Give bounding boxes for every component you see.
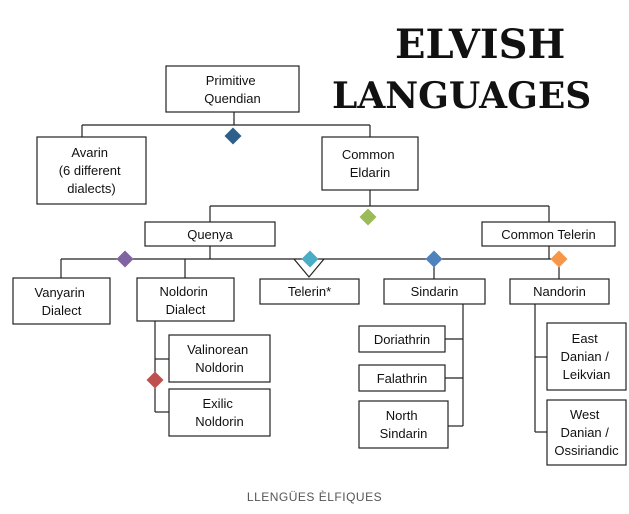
node-label: Falathrin xyxy=(377,371,428,386)
node-label: Exilic Noldorin xyxy=(195,396,243,429)
node-quenya: Quenya xyxy=(144,221,276,247)
node-doriathrin: Doriathrin xyxy=(358,325,446,353)
node-label: Noldorin Dialect xyxy=(159,284,211,317)
node-label: Telerin* xyxy=(288,284,331,299)
node-falathrin: Falathrin xyxy=(358,364,446,392)
node-label: East Danian / Leikvian xyxy=(560,331,612,382)
node-east-danian: East Danian / Leikvian xyxy=(546,322,627,391)
tree-edges xyxy=(60,112,560,433)
node-telerin: Telerin* xyxy=(259,278,360,305)
node-exilic-noldorin: Exilic Noldorin xyxy=(168,388,271,437)
node-label: Valinorean Noldorin xyxy=(187,342,252,375)
node-label: Nandorin xyxy=(533,284,586,299)
node-label: Doriathrin xyxy=(374,332,430,347)
logo-line1: ELVISH xyxy=(395,21,565,68)
marker-purple-diamond xyxy=(116,250,134,268)
node-label: West Danian / Ossiriandic xyxy=(554,407,619,458)
node-label: Sindarin xyxy=(411,284,459,299)
node-label: Common Eldarin xyxy=(342,147,398,180)
node-label: North Sindarin xyxy=(380,408,428,441)
node-label: Quenya xyxy=(187,227,233,242)
marker-green-diamond xyxy=(359,208,377,226)
node-west-danian: West Danian / Ossiriandic xyxy=(546,399,627,466)
marker-light-blue-diamond xyxy=(425,250,443,268)
node-primitive-quendian: Primitive Quendian xyxy=(165,65,300,113)
node-north-sindarin: North Sindarin xyxy=(358,400,449,449)
node-label: Avarin (6 different dialects) xyxy=(59,145,125,196)
node-avarin: Avarin (6 different dialects) xyxy=(36,136,147,205)
node-label: Vanyarin Dialect xyxy=(35,285,89,318)
marker-orange-diamond xyxy=(550,250,568,268)
node-common-eldarin: Common Eldarin xyxy=(321,136,419,191)
tree-nodes: Primitive Quendian Avarin (6 different d… xyxy=(12,65,627,466)
marker-blue-diamond xyxy=(224,127,242,145)
branch-markers xyxy=(116,127,568,389)
node-nandorin: Nandorin xyxy=(509,278,610,305)
marker-red-diamond xyxy=(146,371,164,389)
node-vanyarin-dialect: Vanyarin Dialect xyxy=(12,277,111,325)
node-common-telerin: Common Telerin xyxy=(481,221,616,247)
figure-caption: LLENGÜES ÈLFIQUES xyxy=(246,490,383,504)
marker-teal-diamond xyxy=(301,250,319,268)
node-label: Primitive Quendian xyxy=(204,73,260,106)
elvish-languages-logo: ELVISH LANGUAGES xyxy=(332,21,591,117)
logo-line2: LANGUAGES xyxy=(332,75,591,117)
node-sindarin: Sindarin xyxy=(383,278,486,305)
node-label: Common Telerin xyxy=(501,227,595,242)
node-valinorean-noldorin: Valinorean Noldorin xyxy=(168,334,271,383)
node-noldorin-dialect: Noldorin Dialect xyxy=(136,277,235,322)
